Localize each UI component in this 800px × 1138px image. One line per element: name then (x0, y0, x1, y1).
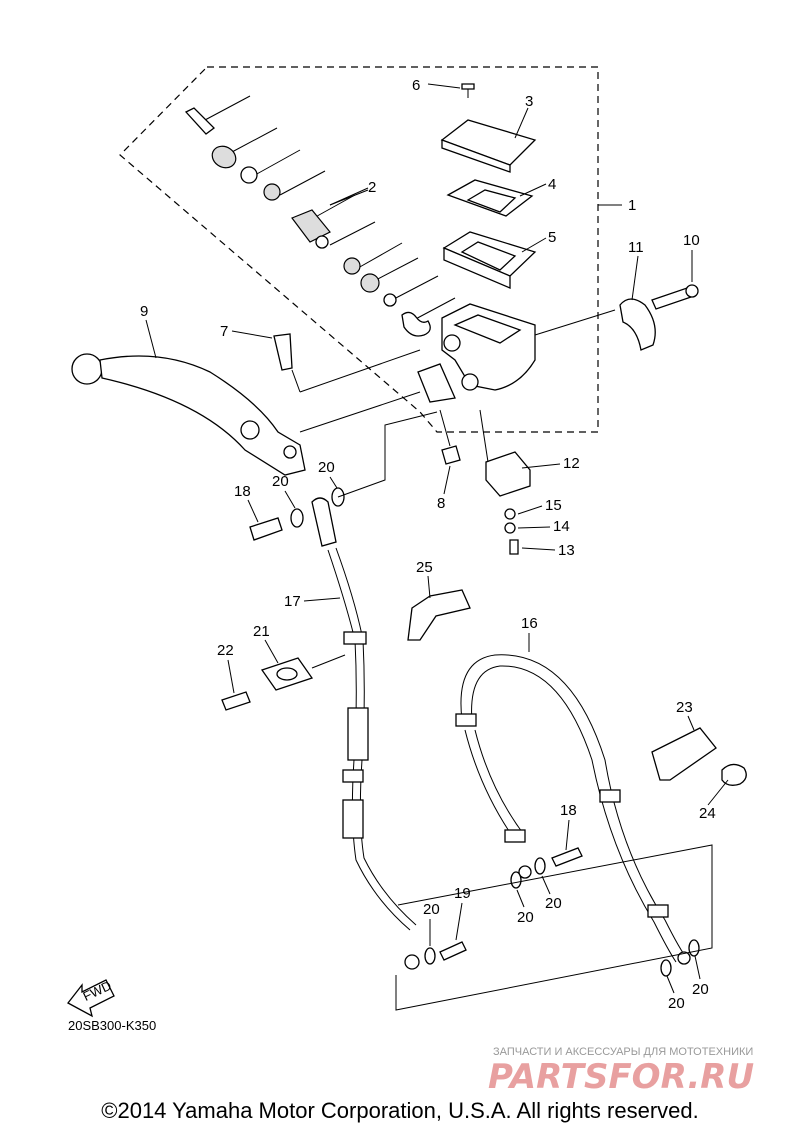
callout-2: 2 (368, 179, 376, 196)
callout-labels: 6 3 2 4 1 5 11 10 9 7 8 12 15 14 13 20 2… (140, 77, 729, 1012)
callout-19: 19 (454, 885, 471, 902)
callout-20-lower-left: 20 (423, 901, 440, 918)
callout-4: 4 (548, 176, 556, 193)
callout-24: 24 (699, 805, 716, 822)
callout-17: 17 (284, 593, 301, 610)
callout-15: 15 (545, 497, 562, 514)
callout-20-upper-left: 20 (272, 473, 289, 490)
callout-13: 13 (558, 542, 575, 559)
callout-14: 14 (553, 518, 570, 535)
callout-5: 5 (548, 229, 556, 246)
callout-22: 22 (217, 642, 234, 659)
fwd-arrow: FWD (67, 978, 115, 1018)
callout-8: 8 (437, 495, 445, 512)
callout-21: 21 (253, 623, 270, 640)
callout-20-mid-right: 20 (545, 895, 562, 912)
callout-18-lower: 18 (560, 802, 577, 819)
copyright-notice: ©2014 Yamaha Motor Corporation, U.S.A. A… (101, 1098, 699, 1123)
watermark-brand: PARTSFOR.RU (488, 1057, 754, 1097)
callout-20-mid-left: 20 (517, 909, 534, 926)
callout-11: 11 (628, 239, 644, 256)
drawing-code: 20SB300-K350 (68, 1018, 156, 1033)
brake-switch (479, 409, 531, 555)
callout-16: 16 (521, 615, 538, 632)
master-cylinder-body (417, 303, 616, 403)
bracket-23-clip-24 (651, 727, 747, 786)
callout-12: 12 (563, 455, 580, 472)
callout-25: 25 (416, 559, 433, 576)
callout-6: 6 (412, 77, 420, 94)
callout-1: 1 (628, 197, 636, 214)
callout-20-bottom-right: 20 (692, 981, 709, 998)
callout-3: 3 (525, 93, 533, 110)
callout-7: 7 (220, 323, 228, 340)
callout-20-upper-right: 20 (318, 459, 335, 476)
callout-10: 10 (683, 232, 700, 249)
reservoir-cap-parts (440, 83, 537, 289)
piston-kit-group (184, 95, 456, 337)
lower-outline (395, 844, 713, 1011)
brake-hose-lower (455, 654, 700, 977)
callout-23: 23 (676, 699, 693, 716)
callout-18-upper: 18 (234, 483, 251, 500)
bracket-25 (407, 589, 471, 641)
clamp-and-bolt (619, 284, 699, 351)
pivot-bolt-and-nut (273, 333, 461, 465)
watermark-tagline: ЗАПЧАСТИ И АКСЕССУАРЫ ДЛЯ МОТОТЕХНИКИ (493, 1046, 753, 1058)
brake-lever (71, 353, 421, 476)
callout-20-bottom-left: 20 (668, 995, 685, 1012)
upper-banjo-connection (249, 411, 438, 547)
assembly-boundary (119, 66, 599, 433)
hose-bracket (221, 654, 346, 711)
callout-9: 9 (140, 303, 148, 320)
brake-hose-upper (327, 547, 467, 970)
